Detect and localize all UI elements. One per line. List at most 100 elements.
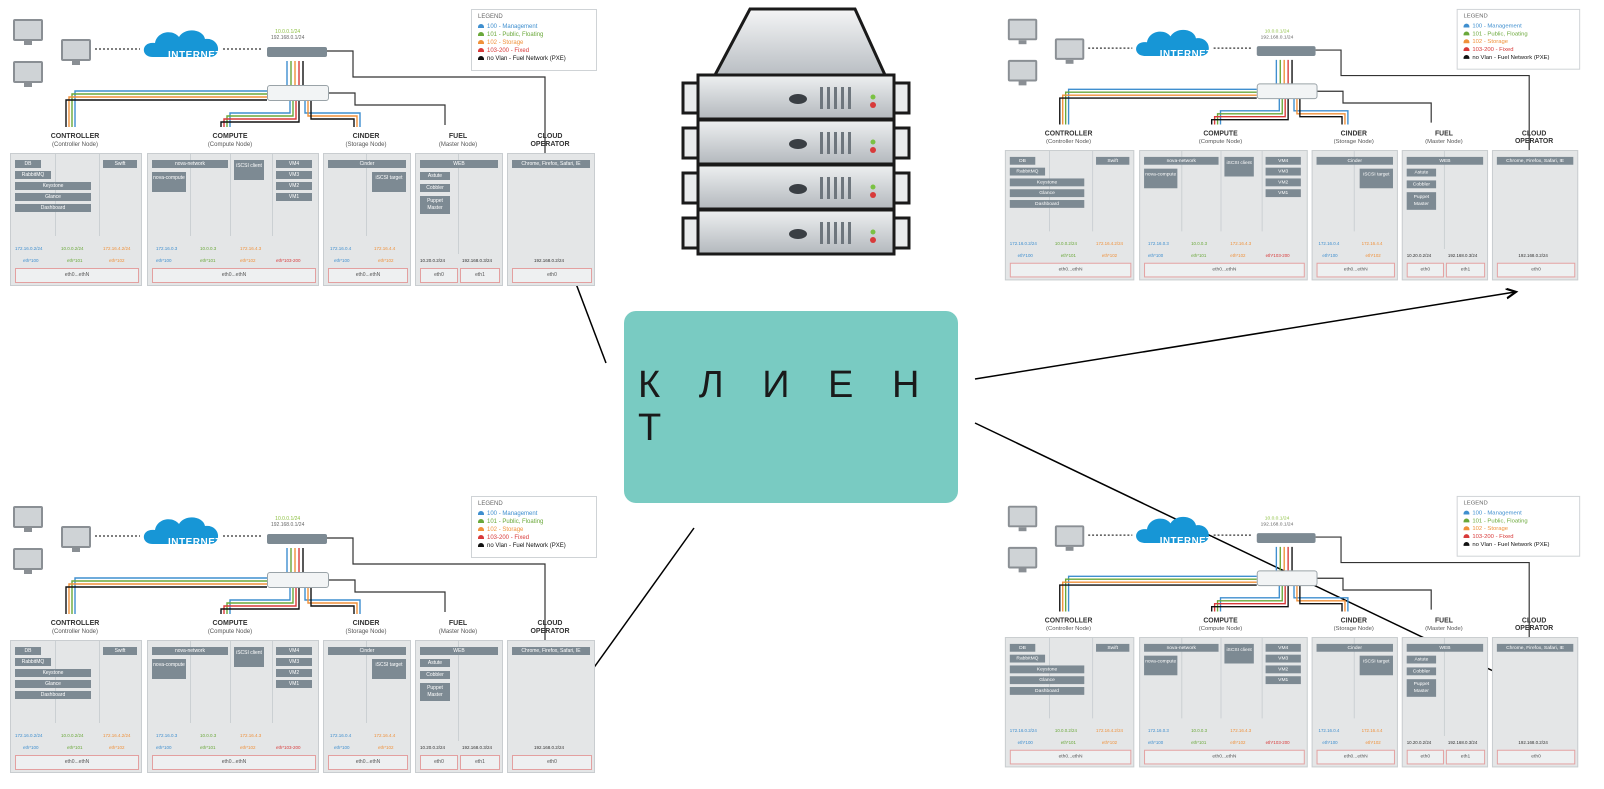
cloud-dot-icon bbox=[1463, 31, 1470, 36]
openstack-network-diagram: INTERNET 10.0.0.1/24 192.168.0.1/24 LEGE… bbox=[5, 5, 605, 286]
db-service: DB bbox=[1009, 156, 1036, 165]
dashboard-service: Dashboard bbox=[1009, 687, 1085, 695]
keystone-service: Keystone bbox=[1009, 665, 1085, 674]
rabbitmq-service: RabbitMQ bbox=[15, 171, 51, 179]
controller-title: CONTROLLER(Controller Node) bbox=[50, 620, 100, 635]
puppet-master-service: Puppet Master bbox=[1406, 679, 1437, 697]
iscsi-client-service: iSCSI client bbox=[234, 160, 264, 180]
iscsi-client-service: iSCSI client bbox=[1224, 156, 1254, 177]
cloud-eth0: eth0 bbox=[1496, 262, 1576, 278]
cloud-eth0: eth0 bbox=[512, 755, 592, 770]
puppet-master-service: Puppet Master bbox=[420, 683, 450, 701]
astute-service: Astute bbox=[420, 659, 450, 667]
monitor-icon bbox=[1007, 18, 1038, 45]
vm-service: VM4 bbox=[276, 160, 312, 168]
cinder-service: Cinder bbox=[1316, 156, 1393, 165]
vm-service: VM1 bbox=[276, 680, 312, 688]
monitor-icon bbox=[1007, 546, 1038, 573]
fuel-eth0: eth0 bbox=[1406, 262, 1444, 278]
cloud-dot-icon bbox=[478, 56, 484, 60]
vm-service: VM3 bbox=[1265, 167, 1301, 176]
legend-item: no Vlan - Fuel Network (PXE) bbox=[1463, 541, 1574, 549]
client-box[interactable]: К Л И Е Н Т bbox=[624, 311, 958, 503]
cloud-operator-node: Chrome, Firefox, Safari, IE 192.168.0.2/… bbox=[1491, 150, 1579, 281]
controller-node: DB Swift RabbitMQ Keystone Glance Dashbo… bbox=[1004, 150, 1135, 281]
router-icon bbox=[267, 85, 329, 101]
puppet-master-service: Puppet Master bbox=[1406, 192, 1437, 210]
cloud-dot-icon bbox=[478, 527, 484, 531]
legend-item: 100 - Management bbox=[478, 510, 590, 518]
browsers-service: Chrome, Firefox, Safari, IE bbox=[1496, 156, 1574, 165]
vm-service: VM2 bbox=[276, 182, 312, 190]
cloud-dot-icon bbox=[478, 48, 484, 52]
glance-service: Glance bbox=[15, 193, 91, 201]
diagram-top-left: INTERNET 10.0.0.1/24 192.168.0.1/24 LEGE… bbox=[5, 5, 605, 286]
nova-compute-service: nova-compute bbox=[152, 659, 186, 679]
router-ip: 10.0.0.1/24 192.168.0.1/24 bbox=[271, 516, 305, 528]
fuel-title: FUEL(Master Node) bbox=[438, 133, 478, 148]
vm-service: VM4 bbox=[276, 647, 312, 655]
cloud-dot-icon bbox=[1463, 518, 1470, 523]
cloud-dot-icon bbox=[478, 535, 484, 539]
cinder-service: Cinder bbox=[1316, 643, 1393, 652]
vm-service: VM2 bbox=[1265, 178, 1301, 187]
controller-eth: eth0...ethN bbox=[15, 268, 139, 283]
compute-eth: eth0...ethN bbox=[1144, 749, 1305, 765]
monitor-icon bbox=[13, 506, 43, 532]
legend-item: 103-200 - Fixed bbox=[478, 534, 590, 542]
swift-service: Swift bbox=[103, 647, 137, 655]
fuel-node: WEB Astute Cobbler Puppet Master 10.20.0… bbox=[1401, 150, 1489, 281]
browsers-service: Chrome, Firefox, Safari, IE bbox=[512, 647, 590, 655]
nova-network-service: nova-network bbox=[152, 647, 228, 655]
legend-item: 102 - Storage bbox=[1463, 525, 1574, 533]
compute-node: nova-network nova-compute iSCSI client V… bbox=[1139, 150, 1308, 281]
legend-item: 100 - Management bbox=[478, 23, 590, 31]
monitor-icon bbox=[1007, 505, 1038, 532]
fuel-eth1: eth1 bbox=[1445, 262, 1486, 278]
fuel-eth1: eth1 bbox=[460, 268, 500, 283]
cloud-dot-icon bbox=[1463, 54, 1470, 59]
server-unit bbox=[681, 73, 911, 121]
compute-node: nova-network nova-compute iSCSI client V… bbox=[1139, 637, 1308, 768]
controller-node: DB Swift RabbitMQ Keystone Glance Dashbo… bbox=[1004, 637, 1135, 768]
cinder-title: CINDER(Storage Node) bbox=[345, 620, 387, 635]
monitor-icon bbox=[13, 61, 43, 87]
cinder-node: Cinder iSCSI target 172.16.0.4 172.16.4.… bbox=[323, 640, 411, 773]
legend-item: 101 - Public, Floating bbox=[1463, 517, 1574, 525]
web-service: WEB bbox=[1406, 156, 1484, 165]
compute-node: nova-network nova-compute iSCSI client V… bbox=[147, 153, 319, 286]
iscsi-target-service: iSCSI target bbox=[1359, 168, 1393, 189]
dashboard-service: Dashboard bbox=[15, 691, 91, 699]
internet-label: INTERNET bbox=[1159, 536, 1213, 547]
cobbler-service: Cobbler bbox=[420, 184, 450, 192]
fuel-eth0: eth0 bbox=[1406, 749, 1444, 765]
legend-item: no Vlan - Fuel Network (PXE) bbox=[478, 542, 590, 550]
db-service: DB bbox=[15, 160, 41, 168]
cobbler-service: Cobbler bbox=[420, 671, 450, 679]
keystone-service: Keystone bbox=[15, 669, 91, 677]
controller-title: CONTROLLER(Controller Node) bbox=[1044, 617, 1093, 633]
network-lines bbox=[65, 517, 546, 640]
cinder-eth: eth0...ethN bbox=[328, 755, 408, 770]
controller-eth: eth0...ethN bbox=[1009, 749, 1132, 765]
openstack-network-diagram: INTERNET 10.0.0.1/24 192.168.0.1/24 LEGE… bbox=[1000, 5, 1588, 281]
cloud-dot-icon bbox=[1463, 23, 1470, 28]
monitor-icon bbox=[13, 548, 43, 574]
compute-title: COMPUTE(Compute Node) bbox=[207, 620, 253, 635]
cinder-eth: eth0...ethN bbox=[1316, 262, 1395, 278]
legend-item: 103-200 - Fixed bbox=[1463, 533, 1574, 541]
cinder-node: Cinder iSCSI target 172.16.0.4 172.16.4.… bbox=[1311, 150, 1398, 281]
router-icon bbox=[267, 572, 329, 588]
cinder-title: CINDER(Storage Node) bbox=[1333, 130, 1374, 146]
dashboard-service: Dashboard bbox=[15, 204, 91, 212]
router-ip: 10.0.0.1/24 192.168.0.1/24 bbox=[1260, 515, 1294, 528]
astute-service: Astute bbox=[420, 172, 450, 180]
internet-label: INTERNET bbox=[168, 537, 222, 548]
vm-service: VM1 bbox=[276, 193, 312, 201]
